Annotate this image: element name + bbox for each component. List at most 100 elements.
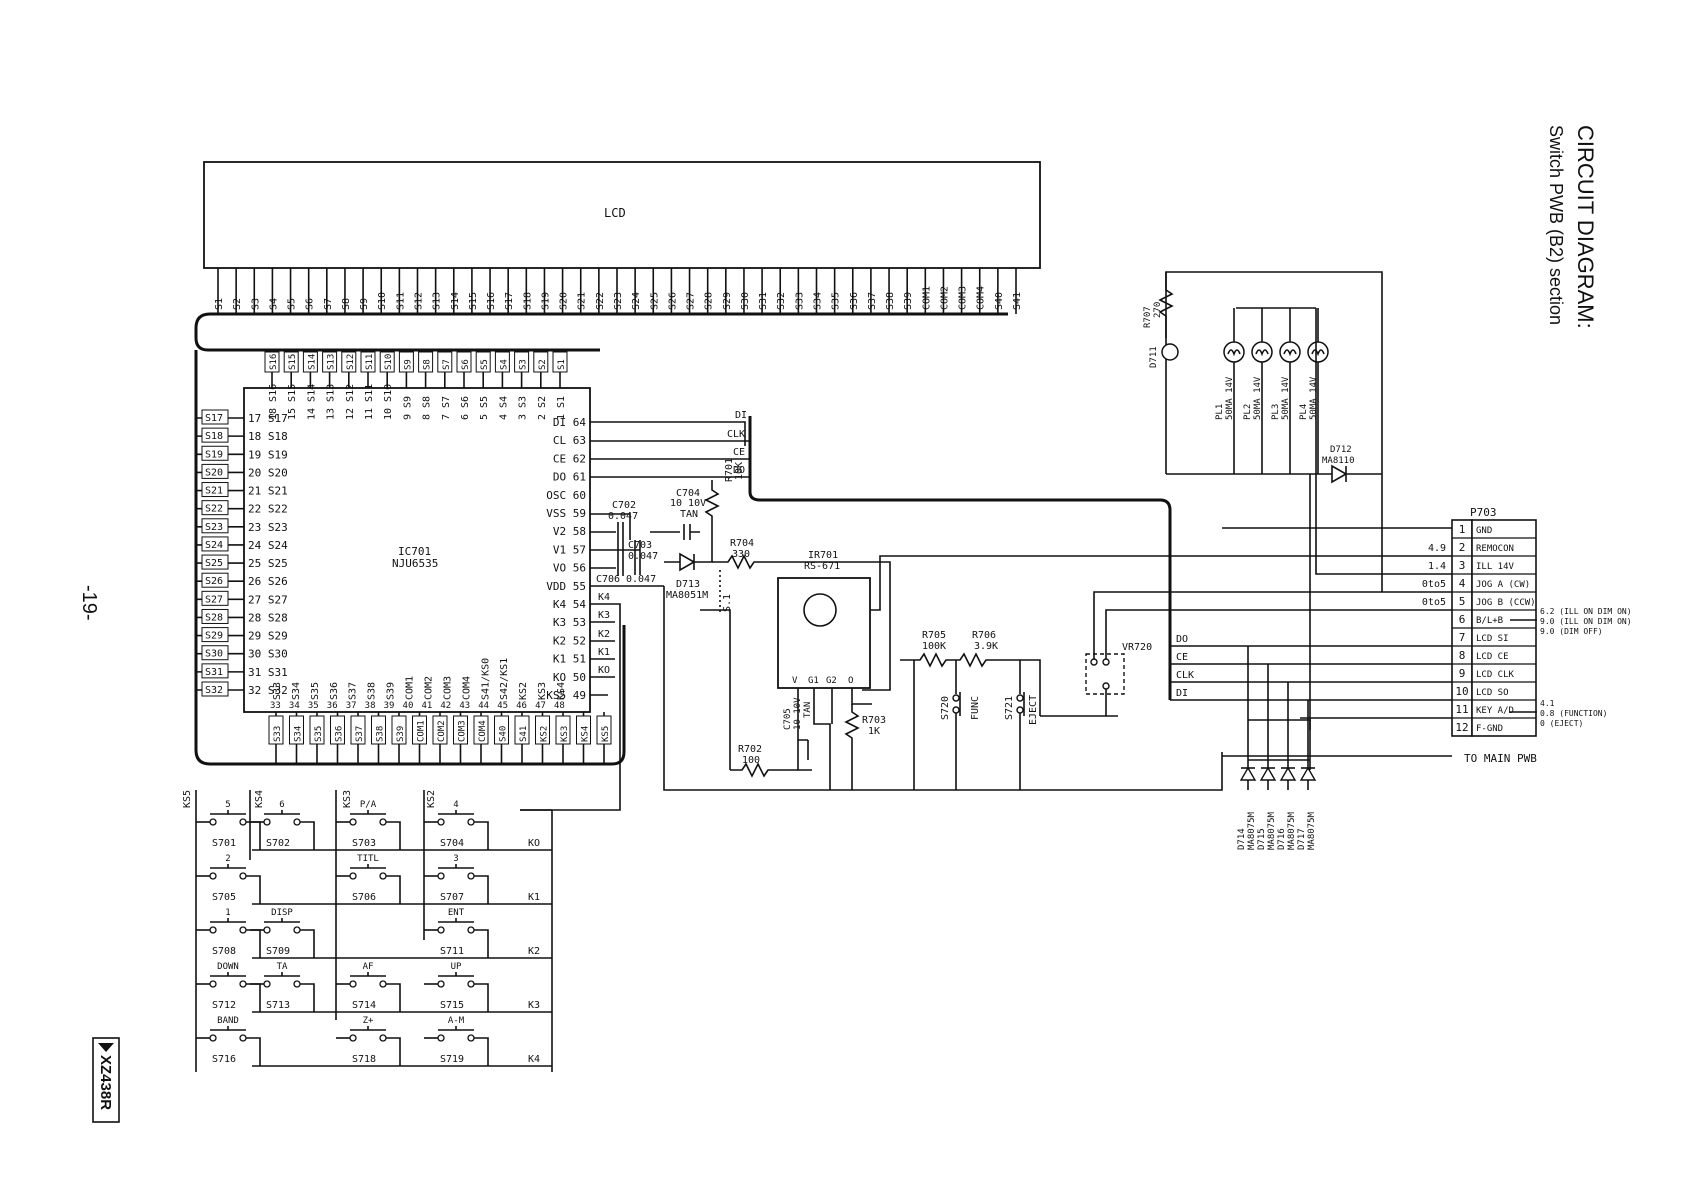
ic-left-tag (201, 645, 229, 661)
key-switch-lead (246, 929, 261, 958)
diode-ref: D717 (1297, 828, 1307, 850)
ic-bottom-pin-name: S38 (367, 682, 378, 700)
ic-bottom-pin-name: COM3 (442, 676, 453, 700)
key-switch-lead (246, 1037, 261, 1066)
diode-ref: D714 (1237, 828, 1247, 850)
ic-bottom-pin-num: 37 (346, 701, 357, 711)
key-contact (263, 980, 271, 988)
ic-bottom-pin-name: COM4 (461, 676, 472, 700)
ic-left-tag (201, 572, 229, 588)
key-contact (209, 872, 217, 880)
ic-top-tag-label: S13 (327, 354, 337, 370)
lcd-pin-label: S33 (794, 292, 805, 310)
ic-bus-tag (309, 715, 325, 745)
ic-top-tag-label: S9 (403, 359, 413, 370)
key-switch-lead (300, 821, 315, 850)
ic-bus-tag-label: COM4 (478, 720, 488, 742)
ic-left-tag-label: S31 (205, 667, 223, 678)
key-row-label: K4 (528, 1054, 540, 1065)
key-label: ENT (448, 908, 465, 918)
ic-bus-tag (473, 715, 489, 745)
ic-left-pin-name: 22 S22 (248, 503, 288, 516)
p703-pin-name: LCD CE (1476, 652, 1509, 662)
lcd-pin-label: S9 (359, 298, 370, 310)
p703-pin-number: 5 (1459, 595, 1466, 608)
ic-top-tag (398, 351, 414, 373)
ic-bus-tag (494, 715, 509, 745)
func-eject-network: R705 100K R706 3.9K S720 FUNC S721 EJECT (900, 630, 1118, 790)
p703-pin-voltage: 1.4 (1428, 561, 1446, 572)
ic-left-pin-name: 29 S29 (248, 630, 288, 643)
key-switch-lead (300, 929, 315, 958)
r704-ref: R704 (730, 538, 754, 549)
key-ref: S703 (352, 838, 376, 849)
c702-val: 0.047 (608, 511, 638, 522)
ic-left-bus (194, 350, 626, 766)
lcd-pin-label: S15 (468, 292, 479, 310)
lcd-pin-label: S26 (667, 292, 678, 310)
p703-pin-name: KEY A/D (1476, 706, 1514, 716)
ic-top-pin-name: 12 S12 (345, 384, 356, 420)
key-switch-lead (474, 983, 489, 1012)
s720-ref: S720 (940, 696, 951, 720)
s721-ref: S721 (1004, 696, 1015, 720)
ic-left-tag (201, 627, 229, 643)
sig-do: DO (733, 465, 745, 476)
s721-label: EJECT (1028, 695, 1039, 725)
ic-bottom-pin-name: KS2 (518, 682, 529, 700)
lcd-pin-label: S35 (831, 292, 842, 310)
key-switch-lead (300, 983, 315, 1012)
ic-left-tag (201, 536, 229, 552)
serial-lines: DI CLK CE DO (590, 410, 1172, 700)
key-label: TA (277, 962, 288, 972)
ic-bus-tag (576, 715, 591, 745)
ic-top-tag-label: S6 (461, 359, 471, 370)
p703-pin-number: 6 (1459, 613, 1466, 626)
ic-top-tag (475, 351, 491, 373)
ic-bottom-pin-num: 46 (516, 701, 527, 711)
key-contact (209, 980, 217, 988)
key-ref: S718 (352, 1054, 376, 1065)
key-contact (437, 980, 445, 988)
model-code: XZ438R (97, 1055, 114, 1110)
ic-left-pin-name: 17 S17 (248, 412, 288, 425)
ic-bus-tag (268, 715, 284, 745)
lcd-pin-label: COM3 (958, 286, 969, 310)
ic-top-tag (322, 351, 338, 373)
ic-right-pin-name: CL 63 (553, 434, 586, 447)
key-switch-lead (386, 875, 401, 904)
ic-bus-tag-label: S38 (376, 726, 386, 742)
c705-val: 10 10V (793, 697, 803, 730)
r706-ref: R706 (972, 630, 996, 641)
ground-rail (663, 586, 1223, 791)
key-contact (239, 872, 247, 880)
ic-left-tag-label: S26 (205, 576, 223, 587)
ic-bottom-pin-num: 44 (478, 701, 489, 711)
ic-left-tag-label: S18 (205, 431, 223, 442)
key-contact (349, 1034, 357, 1042)
ic-bus-tag-label: S37 (355, 726, 365, 742)
key-contact (349, 872, 357, 880)
key-contact (467, 980, 475, 988)
key-label: 1 (225, 908, 230, 918)
key-contact (437, 872, 445, 880)
r705-ref: R705 (922, 630, 946, 641)
ic-top-pin-name: 18 S16 (268, 384, 279, 420)
ic-bottom-pin-num: 36 (327, 701, 338, 711)
lcd-pin-label: S34 (813, 292, 824, 310)
key-return-lines: K4 K3 K2 K1 KO (520, 592, 621, 811)
ic-top-pin-name: 6 S6 (460, 396, 471, 420)
key-label: A-M (448, 1016, 465, 1026)
diode-ref: D716 (1277, 828, 1287, 850)
key-contact (437, 1034, 445, 1042)
ic-bottom-pin-name: S34 (291, 682, 302, 700)
key-ref: S709 (266, 946, 290, 957)
sig-ce: CE (733, 447, 745, 458)
lcd-pin-label: S37 (867, 292, 878, 310)
ir701-pin-g2: G2 (826, 676, 837, 686)
ic-right-pin-name: KO 50 (553, 671, 586, 684)
sig-clk2: CLK (1176, 670, 1194, 681)
ic-bus-tag (555, 715, 571, 745)
